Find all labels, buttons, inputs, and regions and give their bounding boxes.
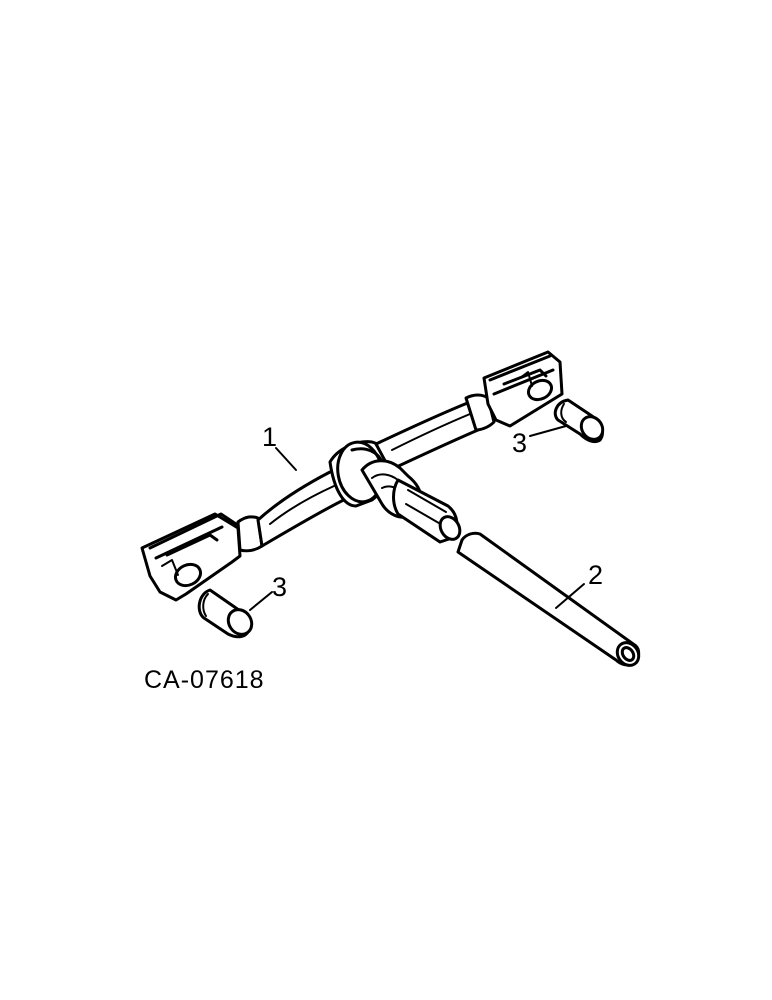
callout-2: 2 <box>588 560 603 590</box>
handle-bar <box>456 531 641 667</box>
leader-line-1 <box>275 447 297 471</box>
pin-left <box>197 588 254 639</box>
right-tube <box>374 400 480 472</box>
pin-right <box>553 398 605 444</box>
left-clevis <box>140 512 242 602</box>
callout-1: 1 <box>262 422 277 452</box>
leader-line-3-left <box>249 591 273 611</box>
figure-code: CA-07618 <box>144 666 265 694</box>
right-clevis <box>482 350 564 428</box>
leader-line-2 <box>555 583 585 609</box>
leader-line-3-right <box>529 425 567 437</box>
ratchet-head <box>360 459 462 544</box>
tension-rod-assembly <box>140 350 564 602</box>
callout-3-right: 3 <box>512 428 527 458</box>
callout-3-left: 3 <box>272 572 287 602</box>
